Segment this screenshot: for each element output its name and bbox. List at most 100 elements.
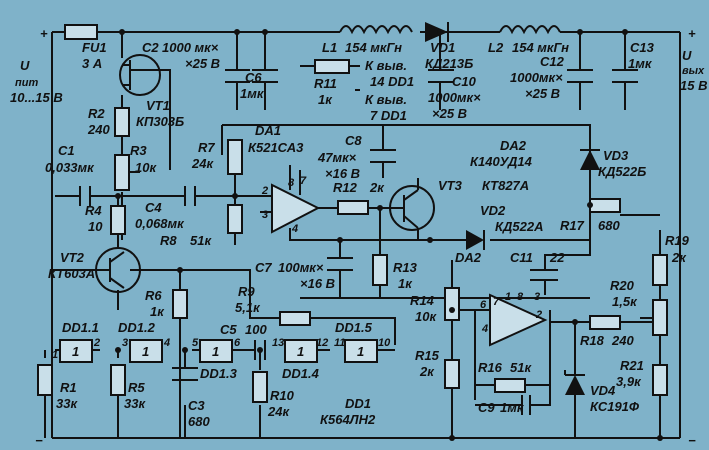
da1-pin2: 2 [261, 185, 268, 197]
vt2-value: КТ603А [48, 266, 95, 281]
c4-value: 0,068мк [135, 216, 185, 231]
r17-ref: R17 [560, 218, 585, 233]
transistor-VT2: VT2 КТ603А [48, 247, 141, 293]
c13-ref: C13 [630, 40, 655, 55]
vt1-value: КП303Б [136, 114, 184, 129]
transistor-VT1: VT1 КП303Б [119, 54, 184, 129]
capacitor-C7: C7 100мк× ×16 В [255, 257, 353, 291]
l1-ref: L1 [322, 40, 337, 55]
vd3-value: КД522Б [598, 164, 646, 179]
resistor-R7: R7 24к [191, 139, 243, 175]
dd1-3-ref: DD1.3 [200, 366, 238, 381]
c6-value: 1мк [240, 86, 265, 101]
resistor-R2: R2 240 [87, 106, 130, 137]
capacitor-C3: C3 680 [172, 367, 210, 429]
resistor-R3: R3 10к [114, 143, 157, 191]
dd1-3-pin6: 6 [234, 337, 241, 349]
c7-value: 100мк× [278, 260, 324, 275]
c3-value: 680 [188, 414, 210, 429]
r21-ref: R21 [620, 358, 644, 373]
fu1-ref: FU1 [82, 40, 107, 55]
inductor-L1: L1 154 мкГн [322, 25, 413, 55]
r8-value: 51к [190, 233, 212, 248]
capacitor-C12: C12 1000мк× ×25 В [510, 54, 593, 101]
capacitor-C8: C8 47мк× ×16 В [317, 125, 396, 181]
resistor-R17: R17 680 [560, 198, 621, 233]
r4-value: 10 [88, 219, 103, 234]
r1-value: 33к [56, 396, 78, 411]
dd1-3-pin5: 5 [192, 337, 199, 349]
r11-value: 1к [318, 92, 333, 107]
da2-pin2: 2 [535, 309, 542, 321]
c1-value: 0,033мк [45, 160, 95, 175]
capacitor-C9: C9 1мк [478, 395, 531, 415]
dd1-1-pin2: 2 [93, 337, 100, 349]
vt2-ref: VT2 [60, 250, 85, 265]
input-plus: + [40, 26, 48, 41]
r16-ref: R16 [478, 360, 503, 375]
c2-value: 1000 мк× [162, 40, 219, 55]
dd1-2-pin4: 4 [163, 337, 170, 349]
dd1-5-pin11: 11 [334, 337, 345, 349]
diode-VD3: VD3 КД522Б [580, 125, 646, 205]
vd4-value: КС191Ф [590, 399, 640, 414]
da1-ref: DA1 [255, 123, 281, 138]
inverter-DD1-4: 1 DD1.4 13 12 [272, 337, 328, 381]
r15-value: 2к [419, 364, 435, 379]
r14-value: 10к [415, 309, 437, 324]
r18-ref: R18 [580, 333, 605, 348]
dd1-2-symbol: 1 [142, 344, 149, 359]
r6-value: 1к [150, 304, 165, 319]
ic-DD1-label: DD1 К564ЛН2 [320, 396, 376, 427]
r19-value: 2к [671, 250, 687, 265]
inverter-DD1-5: 1 DD1.5 11 10 [334, 320, 391, 363]
r16-value: 51к [510, 360, 532, 375]
inductor-L2: L2 154 мкГн [488, 25, 569, 55]
supply-output-label: + U вых 15 В − [680, 26, 707, 448]
resistor-R11: R11 1к [300, 59, 360, 107]
resistor-R15: R15 2к [415, 348, 460, 389]
r3-ref: R3 [130, 143, 147, 158]
c3-ref: C3 [188, 398, 205, 413]
r13-ref: R13 [393, 260, 418, 275]
da2-pin4: 4 [481, 323, 488, 335]
resistor-R13: R13 1к [372, 254, 418, 291]
inverter-DD1-1: 1 DD1.1 1 2 [52, 320, 100, 363]
c8-value2: ×16 В [325, 166, 360, 181]
junction-dots [115, 29, 663, 441]
c8-value: 47мк× [317, 150, 357, 165]
r18-value: 240 [611, 333, 634, 348]
diode-VD2: VD2 КД522А [466, 203, 543, 250]
dd1-5-pin10: 10 [378, 337, 391, 349]
inverter-DD1-2: 1 DD1.2 3 4 [118, 320, 170, 363]
capacitor-C1: C1 0,033мк [45, 143, 95, 206]
resistor-R4: R4 10 [85, 203, 126, 235]
vd1-ref: VD1 [430, 40, 455, 55]
r9-value: 5,1к [235, 300, 261, 315]
ic-DA2-label: DA2 К140УД14 [470, 138, 533, 169]
pin-note-7: К выв. 7 DD1 [365, 92, 407, 123]
output-symbol: U [682, 48, 692, 63]
c7-value2: ×16 В [300, 276, 335, 291]
da1-pin8: 8 [288, 177, 295, 189]
dd1-4-pin13: 13 [272, 337, 284, 349]
dd1-1-ref: DD1.1 [62, 320, 99, 335]
c7-ref: C7 [255, 260, 272, 275]
da2-pin1: 1 [505, 291, 511, 303]
c10-value2: ×25 В [432, 106, 467, 121]
r5-ref: R5 [128, 380, 145, 395]
c9-ref: C9 [478, 400, 495, 415]
l2-value: 154 мкГн [512, 40, 569, 55]
r7-ref: R7 [198, 140, 215, 155]
resistor-R10: R10 24к [252, 371, 295, 419]
da1-pin7: 7 [300, 175, 307, 187]
input-range: 10...15 В [10, 90, 63, 105]
r6-ref: R6 [145, 288, 162, 303]
output-value: 15 В [680, 78, 707, 93]
dd1-4-symbol: 1 [297, 344, 304, 359]
capacitor-C11: C11 22 [510, 250, 565, 295]
r10-value: 24к [267, 404, 290, 419]
dd1-1-pin1: 1 [52, 349, 58, 361]
r17-value: 680 [598, 218, 620, 233]
